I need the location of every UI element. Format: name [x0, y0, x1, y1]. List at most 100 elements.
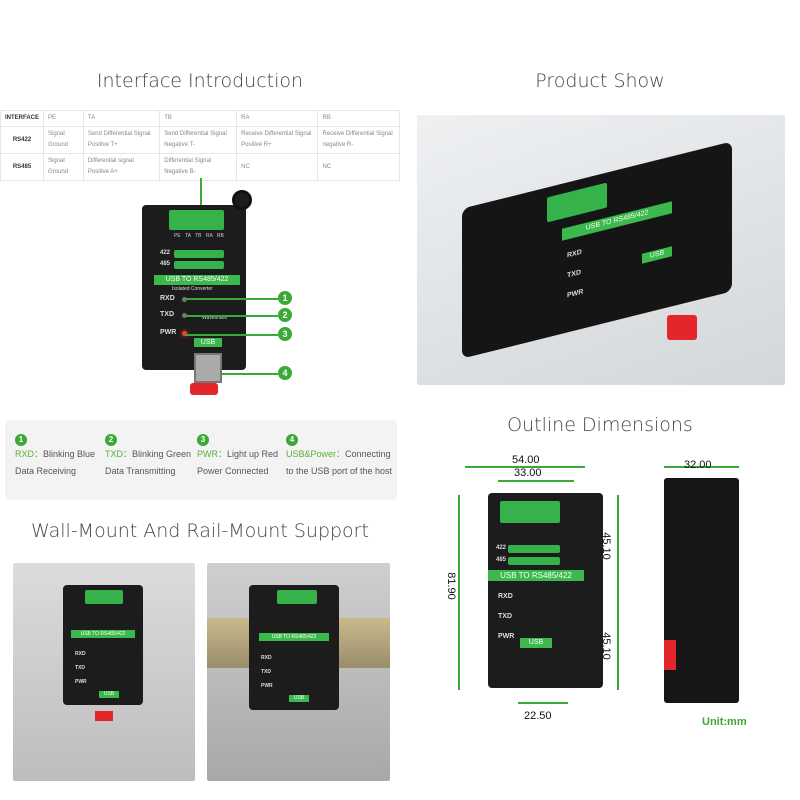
terminal-block	[500, 501, 560, 523]
pin-indicator-row	[508, 545, 560, 553]
table-cell: NC	[236, 153, 319, 181]
table-cell: TA	[82, 110, 161, 127]
row-485-label: 485	[496, 557, 507, 563]
pin-label: RA	[205, 233, 213, 239]
dim-depth: 32.00	[684, 459, 712, 471]
pin-label: TB	[195, 233, 202, 239]
legend-desc: Data Receiving	[15, 466, 77, 476]
callout-line	[185, 334, 278, 336]
terminal-block	[85, 590, 123, 604]
txd-label: TXD	[75, 665, 85, 671]
terminal-block	[547, 182, 607, 223]
converter-device: USB TO RS485/422 RXD TXD PWR USB	[249, 585, 339, 710]
legend-number: 2	[105, 434, 117, 446]
pin-label: RB	[216, 233, 224, 239]
dim-line	[465, 466, 585, 468]
dim-height-upper: 45.10	[599, 532, 612, 560]
dim-line	[498, 480, 574, 482]
front-view-device: 422 485 USB TO RS485/422 RXD TXD PWR USB	[488, 493, 603, 688]
banner: USB TO RS485/422	[259, 633, 329, 641]
callout-1: 1	[278, 291, 292, 305]
dim-width-inner: 33.00	[514, 467, 542, 479]
table-header-row: INTERFACE PE TA TB RA RB	[0, 110, 400, 127]
table-cell: Receive Differential Signal Positive R+	[236, 126, 319, 154]
table-cell: RB	[317, 110, 400, 127]
dim-width-total: 54.00	[512, 454, 540, 466]
pin-label: PE	[174, 233, 181, 239]
table-cell: NC	[317, 153, 400, 181]
row-422-label: 422	[160, 250, 171, 256]
table-cell: RS422	[0, 126, 45, 154]
rxd-label: RXD	[261, 655, 272, 661]
pin-pointer-line	[200, 178, 202, 208]
table-cell: Differential Signal Negative B-	[159, 153, 238, 181]
converter-device: PE TA TB RA RB 422 485 USB TO RS485/422 …	[142, 190, 252, 383]
legend-key: RXD：	[15, 449, 44, 459]
banner: USB TO RS485/422	[154, 275, 240, 285]
brand-logo: Waveshare	[202, 315, 228, 321]
row-422-label: 422	[496, 545, 507, 551]
legend-value: Blinking Green	[132, 449, 192, 459]
txd-label: TXD	[261, 669, 271, 675]
rail-clip	[190, 383, 218, 395]
outline-title: Outline Dimensions	[507, 414, 693, 436]
pwr-label: PWR	[261, 683, 273, 689]
rxd-led	[182, 297, 187, 302]
terminal-block	[169, 210, 224, 230]
usb-port	[194, 353, 222, 383]
banner: USB TO RS485/422	[71, 630, 135, 638]
legend-number: 3	[197, 434, 209, 446]
converter-device: USB TO RS485/422 RXD TXD PWR USB	[63, 585, 143, 705]
table-cell: Signal Ground	[43, 126, 84, 154]
product-title: Product Show	[535, 70, 665, 92]
legend-number: 4	[286, 434, 298, 446]
pwr-label: PWR	[160, 329, 177, 336]
dim-height-total: 81.90	[444, 572, 457, 600]
legend-desc: Data Transmitting	[105, 466, 176, 476]
txd-label: TXD	[567, 268, 581, 280]
rail-mount-photo: USB TO RS485/422 RXD TXD PWR USB	[207, 563, 390, 781]
usb-label: USB	[520, 638, 552, 648]
pwr-label: PWR	[75, 679, 87, 685]
txd-led	[182, 313, 187, 318]
table-cell: PE	[43, 110, 84, 127]
wall-mount-photo: USB TO RS485/422 RXD TXD PWR USB	[13, 563, 195, 781]
dim-usb-width: 22.50	[524, 710, 552, 722]
legend-value: Light up Red	[227, 449, 279, 459]
subtitle: Isolated Converter	[172, 286, 213, 292]
legend-key: USB&Power：	[286, 449, 346, 459]
pwr-label: PWR	[567, 288, 584, 300]
table-cell: Signal Ground	[43, 153, 84, 181]
terminal-block	[277, 590, 317, 604]
interface-table: INTERFACE PE TA TB RA RB RS422 Signal Gr…	[0, 110, 400, 181]
usb-label: USB	[99, 691, 119, 698]
pin-labels: PE TA TB RA RB	[174, 233, 224, 239]
callout-line	[222, 373, 278, 375]
callout-line	[185, 298, 278, 300]
legend-key: PWR：	[197, 449, 227, 459]
txd-label: TXD	[160, 311, 174, 318]
table-cell: RS485	[0, 153, 45, 181]
legend-key: TXD：	[105, 449, 133, 459]
txd-label: TXD	[498, 613, 512, 620]
product-photo: USB TO RS485/422 RXD TXD PWR USB	[417, 115, 785, 385]
rxd-label: RXD	[160, 295, 175, 302]
pin-indicator-row	[174, 261, 224, 269]
usb-label: USB	[194, 338, 222, 347]
table-cell: Receive Differential Signal negative R-	[317, 126, 400, 154]
table-cell: RA	[236, 110, 319, 127]
legend-value: Connecting	[345, 449, 391, 459]
table-row: RS422 Signal Ground Send Differential Si…	[0, 126, 400, 154]
rxd-label: RXD	[567, 248, 582, 260]
callout-2: 2	[278, 308, 292, 322]
pin-indicator-row	[508, 557, 560, 565]
rxd-label: RXD	[75, 651, 86, 657]
usb-label: USB	[289, 695, 309, 702]
table-cell: Send Differential Signal Negative T-	[159, 126, 238, 154]
table-cell: TB	[159, 110, 238, 127]
table-cell: Send Differential Signal Positive T+	[82, 126, 161, 154]
